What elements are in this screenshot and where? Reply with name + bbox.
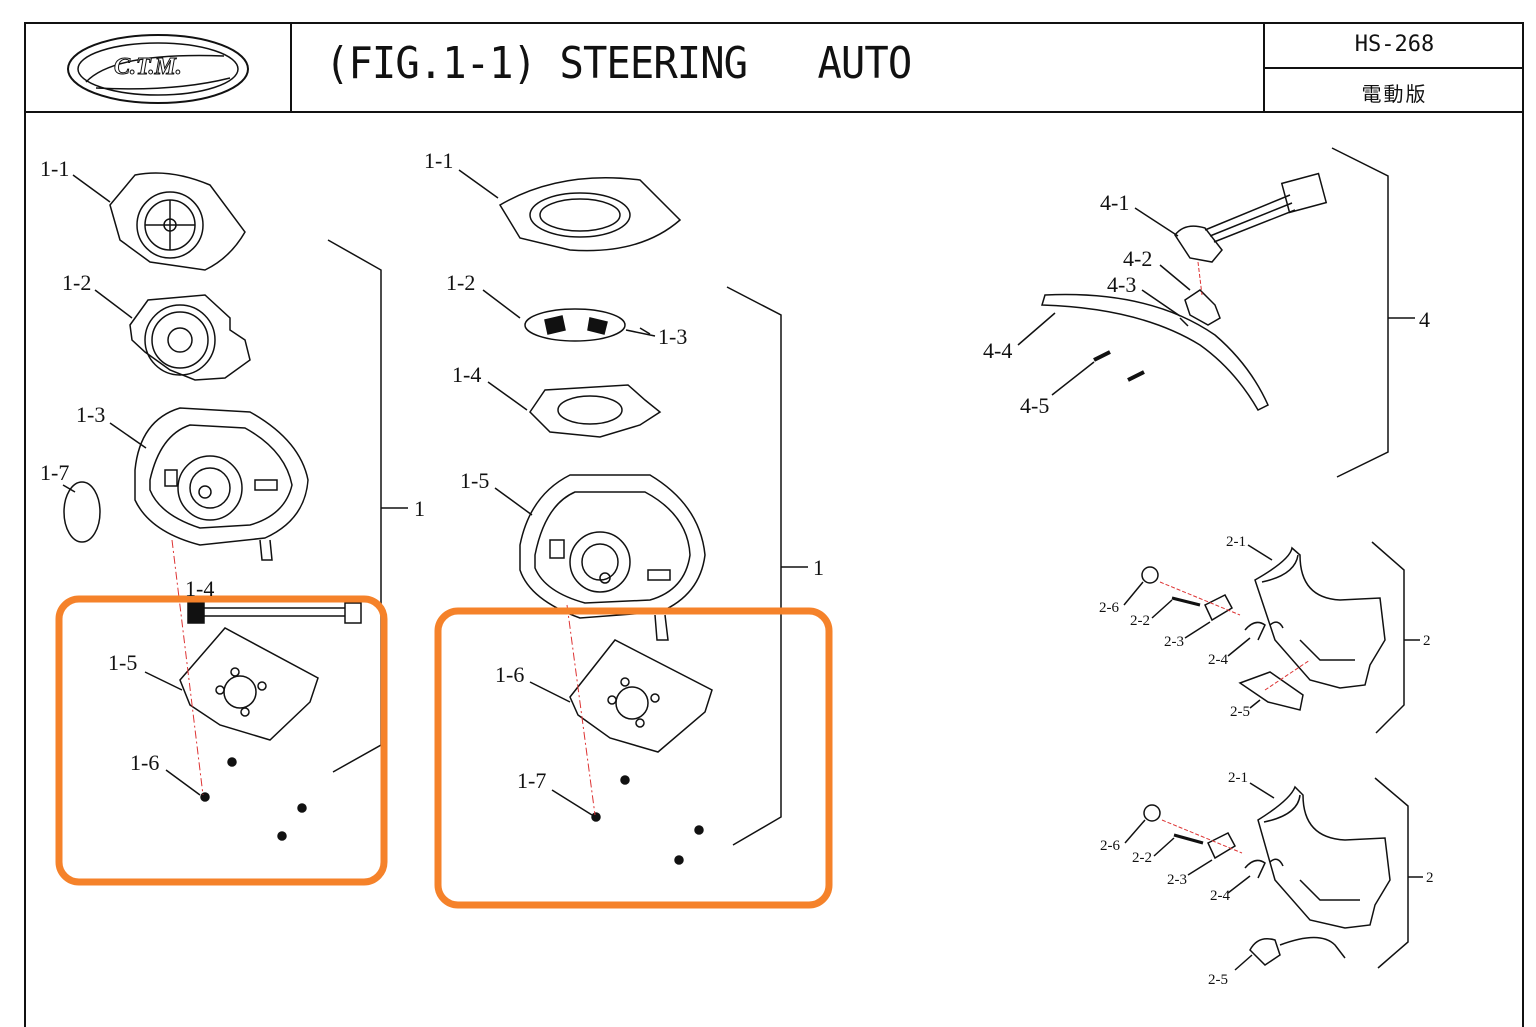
model-number: HS-268 <box>1354 32 1435 57</box>
left-housing-part <box>134 407 309 561</box>
logo-cell: C.T.M. <box>24 22 292 113</box>
switch-top-label-2: 2-6 <box>1099 600 1119 616</box>
lever-label-2: 4-2 <box>1123 246 1152 271</box>
middle-label-1: 1-1 <box>424 148 453 173</box>
drawing-frame <box>24 22 1524 1027</box>
left-label-1: 1-1 <box>40 156 69 181</box>
middle-pcb-part <box>569 639 713 753</box>
lever-label-5: 4-5 <box>1020 393 1049 418</box>
switch-bottom-label-5: 2-4 <box>1210 888 1230 904</box>
switch-top-knob <box>1141 566 1159 584</box>
left-screws-part <box>200 757 307 841</box>
left-cable-part <box>187 602 362 624</box>
middle-membrane-part <box>529 384 662 438</box>
switch-top-housing <box>1254 546 1386 689</box>
switch-bottom-group-label: 2 <box>1426 870 1434 886</box>
edition-label: 電動版 <box>1361 82 1428 106</box>
logo-text: C.T.M. <box>114 54 183 81</box>
switch-bottom-label-4: 2-3 <box>1167 872 1187 888</box>
left-cap-part <box>63 481 101 543</box>
switch-top-mechanism <box>1171 594 1284 641</box>
middle-label-3: 1-3 <box>658 324 687 349</box>
middle-assembly <box>458 169 808 865</box>
middle-screws-part <box>591 775 704 865</box>
switch-bottom-label-2: 2-6 <box>1100 838 1120 854</box>
switch-bottom-label-3: 2-2 <box>1132 850 1152 866</box>
highlight-box-middle <box>434 607 833 909</box>
page-title: (FIG.1-1) STEERING AUTO <box>325 38 912 89</box>
lever-bracket-part <box>1179 289 1221 327</box>
left-pcb-part <box>179 627 319 741</box>
middle-button-pad-part <box>524 308 651 342</box>
left-plate-part <box>129 294 251 381</box>
middle-label-6: 1-6 <box>495 662 524 687</box>
left-label-2: 1-2 <box>62 270 91 295</box>
switch-bottom-mechanism <box>1173 832 1284 879</box>
lever-label-4: 4-4 <box>983 338 1012 363</box>
switch-top-label-4: 2-3 <box>1164 634 1184 650</box>
highlight-box-left <box>55 595 388 886</box>
middle-housing-part <box>519 474 706 641</box>
switch-assembly-top <box>1123 541 1420 734</box>
switch-top-label-6: 2-5 <box>1230 704 1250 720</box>
switch-bottom-label-6: 2-5 <box>1208 972 1228 988</box>
left-label-4: 1-7 <box>40 460 69 485</box>
lever-screws-part <box>1093 350 1145 382</box>
header-row <box>24 22 1524 113</box>
middle-label-2: 1-2 <box>446 270 475 295</box>
left-label-5: 1-4 <box>185 576 214 601</box>
lever-bar-part <box>1041 293 1269 411</box>
middle-label-5: 1-5 <box>460 468 489 493</box>
middle-label-4: 1-4 <box>452 362 481 387</box>
cell-divider <box>1265 67 1524 69</box>
switch-top-label-3: 2-2 <box>1130 613 1150 629</box>
switch-bottom-label-1: 2-1 <box>1228 770 1248 786</box>
left-label-7: 1-6 <box>130 750 159 775</box>
lever-label-3: 4-3 <box>1107 272 1136 297</box>
lever-label-1: 4-1 <box>1100 190 1129 215</box>
switch-bottom-cable <box>1249 936 1346 966</box>
left-assembly <box>62 172 408 841</box>
left-label-6: 1-5 <box>108 650 137 675</box>
switch-bottom-housing <box>1257 785 1391 929</box>
switch-top-label-5: 2-4 <box>1208 652 1228 668</box>
ctm-logo <box>67 34 249 104</box>
switch-top-plate <box>1238 671 1304 711</box>
middle-cover-part <box>498 177 682 252</box>
model-cell: HS-268 電動版 <box>1263 22 1524 113</box>
switch-top-group-label: 2 <box>1423 633 1431 649</box>
left-cover-part <box>109 172 246 271</box>
switch-top-label-1: 2-1 <box>1226 534 1246 550</box>
middle-label-7: 1-7 <box>517 768 546 793</box>
switch-bottom-knob <box>1143 804 1161 822</box>
lever-assembly <box>1017 147 1415 478</box>
lever-group-label: 4 <box>1419 307 1430 332</box>
middle-group-label: 1 <box>813 555 824 580</box>
switch-assembly-bottom <box>1124 777 1423 971</box>
lever-sensor-part <box>1174 172 1328 263</box>
left-label-3: 1-3 <box>76 402 105 427</box>
left-group-label: 1 <box>414 496 425 521</box>
